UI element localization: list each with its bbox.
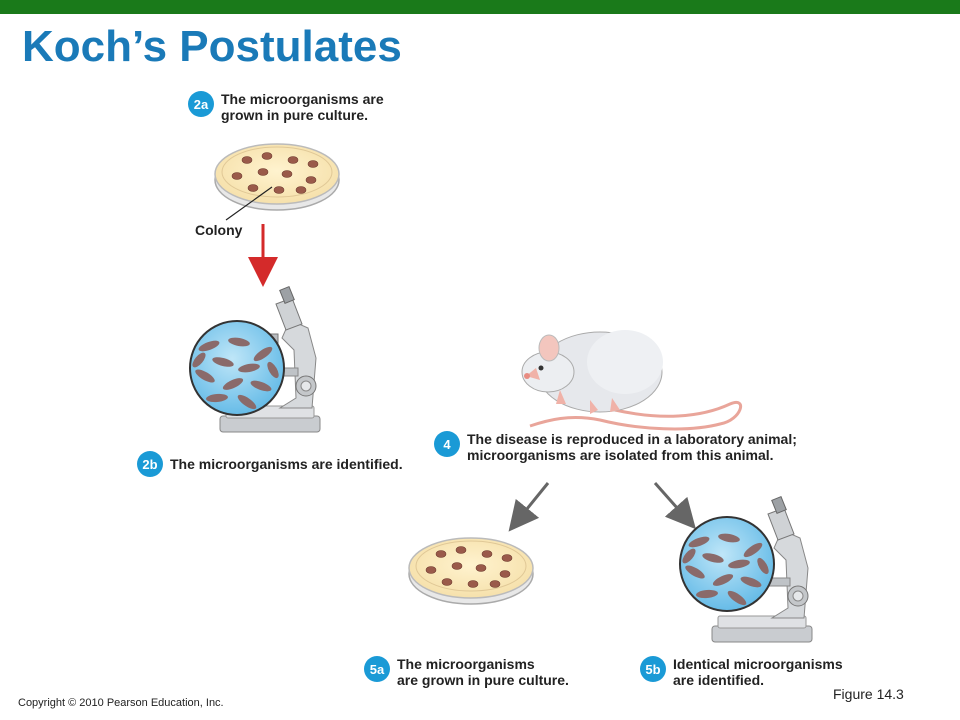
step-badge: 5a bbox=[364, 656, 390, 682]
step-2a: 2a The microorganisms are grown in pure … bbox=[188, 91, 384, 123]
magnified-view-5b bbox=[679, 516, 775, 612]
magnified-view bbox=[189, 320, 285, 416]
step-badge: 5b bbox=[640, 656, 666, 682]
step-badge: 2a bbox=[188, 91, 214, 117]
step-5b-line2: are identified. bbox=[673, 672, 765, 688]
step-badge: 4 bbox=[434, 431, 460, 457]
step-5a-line2: are grown in pure culture. bbox=[397, 672, 569, 688]
copyright: Copyright © 2010 Pearson Education, Inc. bbox=[18, 697, 224, 709]
step-5a: 5a The microorganisms are grown in pure … bbox=[364, 656, 569, 688]
step-4-line2: microorganisms are isolated from this an… bbox=[467, 447, 774, 463]
petri-dish-icon bbox=[214, 143, 340, 211]
step-2a-line2: grown in pure culture. bbox=[221, 107, 369, 123]
step-2b-line1: The microorganisms are identified. bbox=[170, 456, 403, 472]
step-4: 4 The disease is reproduced in a laborat… bbox=[434, 431, 797, 463]
step-5b: 5b Identical microorganisms are identifi… bbox=[640, 656, 843, 688]
page-title: Koch’s Postulates bbox=[22, 22, 402, 71]
colony-pointer bbox=[225, 186, 273, 221]
colony-label: Colony bbox=[195, 222, 243, 238]
step-5b-line1: Identical microorganisms bbox=[673, 656, 843, 672]
arrow-to-5b bbox=[653, 482, 696, 530]
step-badge: 2b bbox=[137, 451, 163, 477]
step-5a-line1: The microorganisms bbox=[397, 656, 535, 672]
step-4-line1: The disease is reproduced in a laborator… bbox=[467, 431, 797, 447]
petri-dish-5a-icon bbox=[408, 537, 534, 605]
arrow-to-5a bbox=[508, 482, 550, 532]
step-2b: 2b The microorganisms are identified. bbox=[137, 451, 403, 477]
step-2a-line1: The microorganisms are bbox=[221, 91, 384, 107]
figure-label: Figure 14.3 bbox=[833, 686, 904, 702]
mouse-icon bbox=[521, 330, 742, 431]
top-bar bbox=[0, 0, 960, 14]
